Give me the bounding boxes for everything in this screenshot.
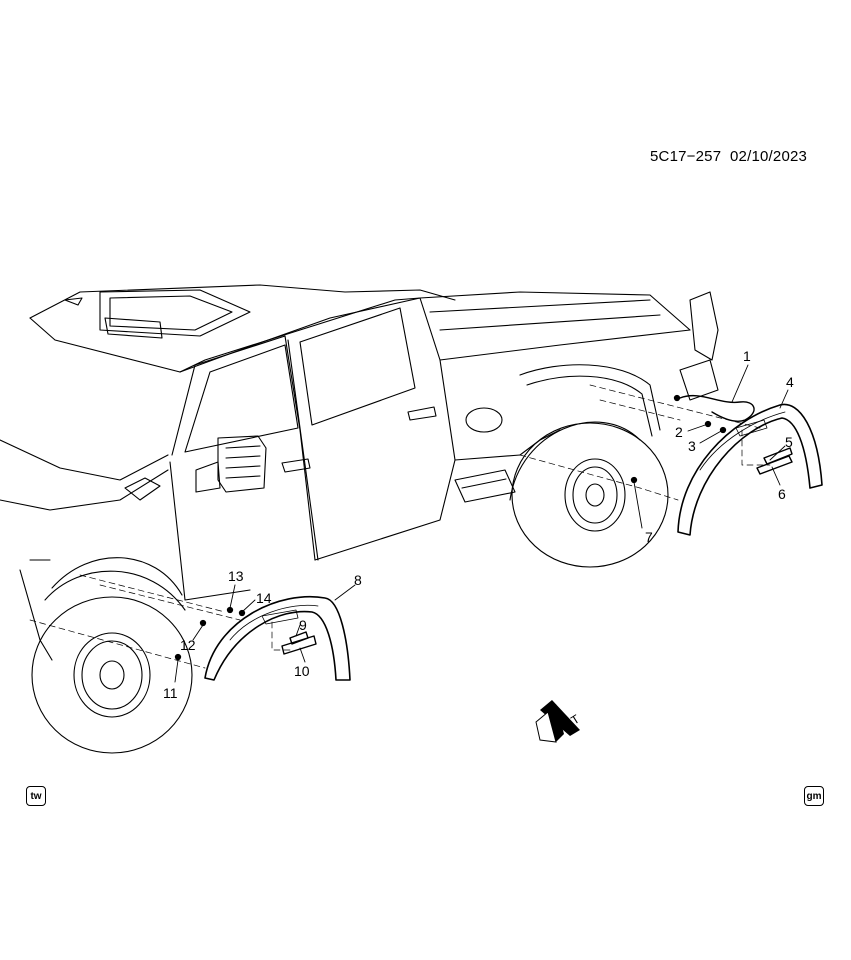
callout-10: 10 [294, 663, 310, 679]
retainer-clip-6 [756, 455, 793, 475]
front-direction-arrow-icon: FRT [535, 700, 583, 743]
front-fender-flare [204, 596, 351, 681]
callout-9: 9 [299, 617, 307, 633]
callout-7: 7 [645, 529, 653, 545]
callout-13: 13 [228, 568, 244, 584]
callout-5: 5 [785, 434, 793, 450]
callout-14: 14 [256, 590, 272, 606]
truck-bed [419, 291, 719, 503]
callout-2: 2 [675, 424, 683, 440]
callout-8: 8 [354, 572, 362, 588]
diagram-reference: 5C17−257 02/10/2023 [650, 148, 807, 165]
leader-lines [174, 364, 789, 683]
diagram-date: 02/10/2023 [730, 148, 808, 165]
gm-logo-icon: gm [804, 786, 824, 806]
callout-11: 11 [163, 685, 178, 701]
callout-12: 12 [180, 637, 196, 653]
side-mirror [195, 435, 267, 493]
gm-badge-label: gm [806, 790, 822, 802]
fasteners [174, 394, 727, 661]
tw-badge-label: tw [30, 790, 42, 802]
truck-cab [0, 284, 456, 601]
rear-wheel [509, 421, 669, 568]
callout-1: 1 [743, 348, 751, 364]
front-wheel [19, 557, 193, 754]
tw-logo-icon: tw [26, 786, 46, 806]
diagram-code: 5C17−257 [650, 148, 722, 165]
assembly-lines [29, 384, 771, 669]
retainer-clip-10 [281, 635, 317, 655]
retainer-clip-5 [763, 447, 793, 465]
callout-6: 6 [778, 486, 786, 502]
callout-3: 3 [688, 438, 696, 454]
callout-4: 4 [786, 374, 794, 390]
rear-fender-flare [677, 403, 823, 536]
